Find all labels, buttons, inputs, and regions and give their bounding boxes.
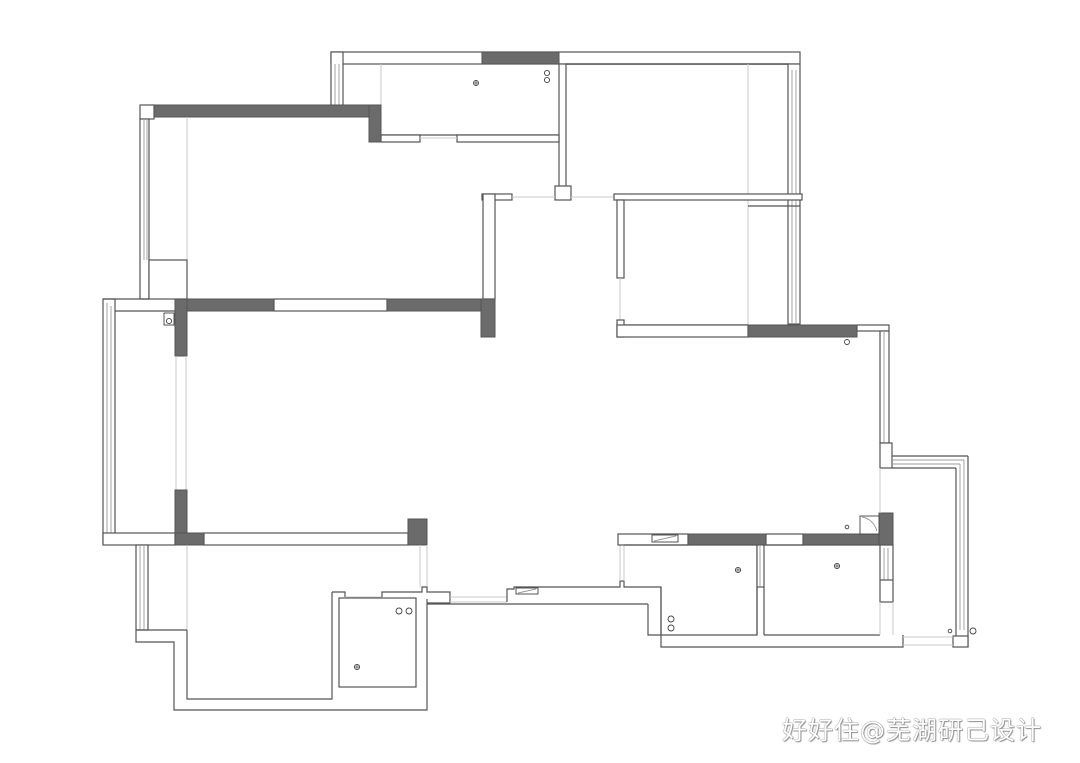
drain-icon [395, 607, 413, 615]
door-swing-icon [515, 587, 539, 595]
ceiling-light-icon [833, 562, 841, 570]
ceiling-light-icon [734, 566, 742, 574]
left-balcony [102, 298, 176, 546]
drain-icon [969, 627, 977, 635]
ceiling-light-icon [473, 80, 479, 86]
living-dining-area [174, 298, 893, 546]
upper-left-room [139, 104, 496, 300]
door-swing-icon [859, 515, 880, 535]
drain-icon [947, 628, 953, 634]
lower-left-room [135, 544, 428, 711]
drain-icon [543, 69, 551, 84]
right-balcony [892, 455, 977, 648]
middle-right-room [616, 199, 858, 345]
drain-icon [844, 339, 850, 345]
entry-passage [427, 545, 904, 648]
top-right-bedroom [481, 63, 803, 325]
drain-icon [844, 524, 850, 530]
drain-icon [163, 312, 175, 326]
drain-icon [667, 615, 675, 632]
ceiling-light-icon [353, 663, 361, 671]
lower-right-room [764, 468, 894, 636]
lower-bathroom [332, 586, 451, 688]
door-swing-icon [651, 534, 679, 543]
top-small-room [330, 51, 801, 196]
watermark: 好好住@芜湖研己设计 [781, 716, 1042, 745]
lower-middle-bathroom [617, 533, 767, 636]
